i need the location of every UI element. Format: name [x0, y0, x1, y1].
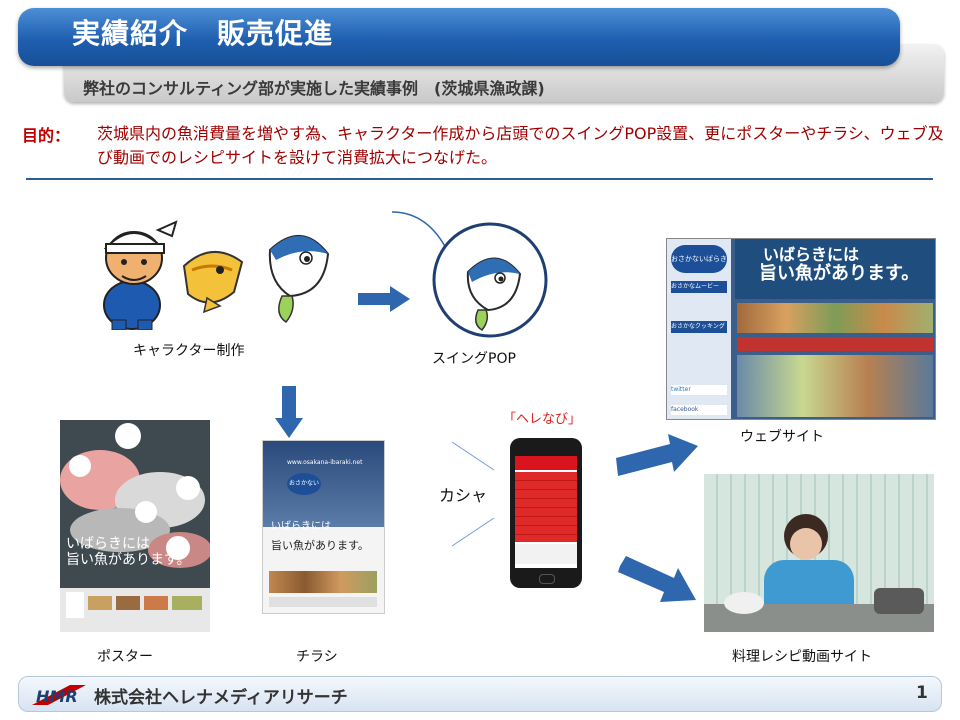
flyer-brand-badge: おさかないばらき: [287, 473, 321, 495]
swing-pop-caption: スイングPOP: [432, 351, 516, 367]
arrow-right-icon: [358, 286, 410, 312]
website-caption: ウェブサイト: [740, 429, 824, 445]
flyer-caption: チラシ: [296, 649, 338, 665]
fisherman-character-icon: [103, 220, 178, 330]
website-image: おさかないばらき おさかなムービー おさかなクッキング twitter face…: [666, 238, 936, 420]
website-menu-movie: おさかなムービー: [671, 281, 727, 293]
shutter-lines: [451, 441, 495, 547]
blue-fish-character-icon: [268, 234, 330, 323]
page-subtitle: 弊社のコンサルティング部が実施した実績事例 (茨城県漁政課): [83, 79, 545, 98]
goal-label: 目的：: [22, 126, 71, 145]
flyer-url: www.osakana-ibaraki.net: [287, 459, 363, 466]
flyer-image: www.osakana-ibaraki.net おさかないばらき いばらきには …: [262, 440, 385, 614]
poster-headline-2: 旨い魚があります。: [66, 552, 191, 568]
arrow-down-right-icon: [618, 556, 696, 602]
website-twitter: twitter: [671, 385, 727, 395]
page-title: 実績紹介 販売促進: [72, 17, 334, 50]
swing-pop-illustration: [391, 211, 548, 338]
video-caption: 料理レシピ動画サイト: [732, 649, 872, 665]
video-image: [704, 474, 934, 632]
character-caption: キャラクター制作: [133, 343, 245, 359]
footer-bar: [18, 676, 942, 712]
poster-image: いばらきには 旨い魚があります。: [60, 420, 210, 632]
character-illustrations: [103, 220, 330, 330]
website-facebook: facebook: [671, 405, 727, 415]
flyer-headline-1: いばらきには: [271, 521, 331, 532]
poster-headline-1: いばらきには: [66, 536, 150, 552]
arrow-up-right-icon: [616, 434, 698, 476]
goal-text: 茨城県内の魚消費量を増やす為、キャラクター作成から店頭でのスイングPOP設置、更…: [97, 124, 944, 167]
website-headline-2: 旨い魚があります。: [759, 263, 920, 284]
flyer-headline-2: 旨い魚があります。: [271, 539, 369, 552]
website-brand: おさかないばらき: [671, 245, 727, 273]
shutter-label: カシャ: [439, 486, 488, 505]
divider: [26, 178, 933, 180]
page-number: 1: [916, 683, 928, 703]
phone-screen: [515, 456, 577, 568]
company-logo-icon: HMR: [32, 685, 86, 706]
footer-company-name: 株式会社ヘレナメディアリサーチ: [94, 688, 348, 708]
title-bar: [18, 8, 900, 66]
arrow-down-icon: [275, 386, 303, 438]
app-name-label: 「ヘレなび」: [503, 412, 582, 427]
yellow-fish-character-icon: [182, 250, 244, 314]
poster-caption: ポスター: [97, 649, 153, 665]
website-headline-1: いばらきには: [763, 245, 860, 264]
logo-text: HMR: [36, 687, 78, 706]
website-menu-cooking: おさかなクッキング: [671, 321, 727, 333]
smartphone-image: [510, 438, 582, 588]
